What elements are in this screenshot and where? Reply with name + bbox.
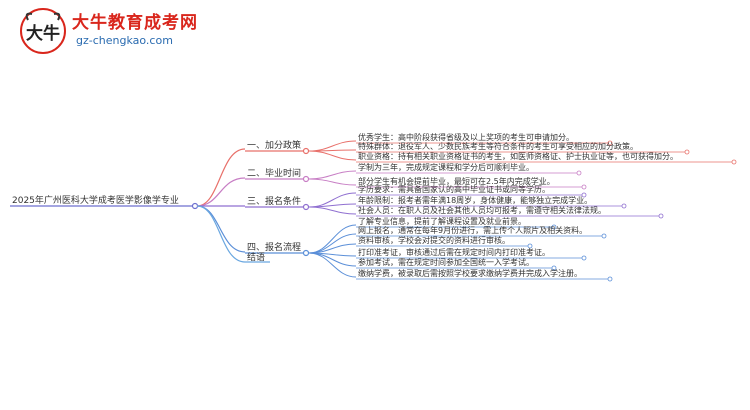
branch-eligibility: 三、报名条件 [247, 197, 302, 207]
leaf-bonus-1: 优秀学生：高中阶段获得省级及以上奖项的考生可申请加分。 [358, 133, 574, 142]
mindmap-root: 2025年广州医科大学成考医学影像学专业 [12, 196, 179, 206]
branch-conclusion: 结语 [247, 253, 266, 263]
branch-bonus-policy: 一、加分政策 [247, 141, 302, 151]
leaf-process-1: 了解专业信息，提前了解课程设置及就业前景。 [358, 217, 526, 226]
logo-glyphs: 大牛 [26, 23, 60, 44]
leaf-graduation-2: 部分学生有机会提前毕业，最短可在2.5年内完成学业。 [358, 177, 555, 186]
leaf-bonus-3: 职业资格：持有相关职业资格证书的考生，如医师资格证、护士执业证等，也可获得加分。 [358, 152, 678, 161]
leaf-eligibility-3: 社会人员：在职人员及社会其他人员均可报考，需遵守相关法律法规。 [358, 206, 606, 215]
site-logo[interactable]: 大牛 大牛教育成考网 gz-chengkao.com [18, 6, 218, 56]
leaf-eligibility-1: 学历要求：需具备国家认的高中毕业证书或同等学历。 [358, 185, 550, 194]
leaf-graduation-1: 学制为三年，完成规定课程和学分后可顺利毕业。 [358, 163, 534, 172]
leaf-bonus-2: 特殊群体：退役军人、少数民族考生等符合条件的考生可享受相应的加分政策。 [358, 142, 638, 151]
leaf-process-4: 打印准考证，审核通过后需在规定时间内打印准考证。 [358, 248, 550, 257]
leaf-process-5: 参加考试，需在规定时间参加全国统一入学考试。 [358, 258, 534, 267]
leaf-eligibility-2: 年龄限制：报考者需年满18周岁，身体健康，能够独立完成学业。 [358, 196, 593, 205]
leaf-process-6: 缴纳学费，被录取后需按照学校要求缴纳学费并完成入学注册。 [358, 269, 582, 278]
leaf-process-3: 资料审核，学校会对提交的资料进行审核。 [358, 236, 510, 245]
branch-application-process: 四、报名流程 [247, 243, 302, 253]
ox-logo-icon: 大牛 [20, 8, 66, 54]
site-name: 大牛教育成考网 [72, 13, 198, 33]
branch-graduation-time: 二、毕业时间 [247, 169, 302, 179]
site-url: gz-chengkao.com [76, 34, 173, 47]
leaf-process-2: 网上报名，通常在每年9月份进行，需上传个人照片及相关资料。 [358, 226, 588, 235]
